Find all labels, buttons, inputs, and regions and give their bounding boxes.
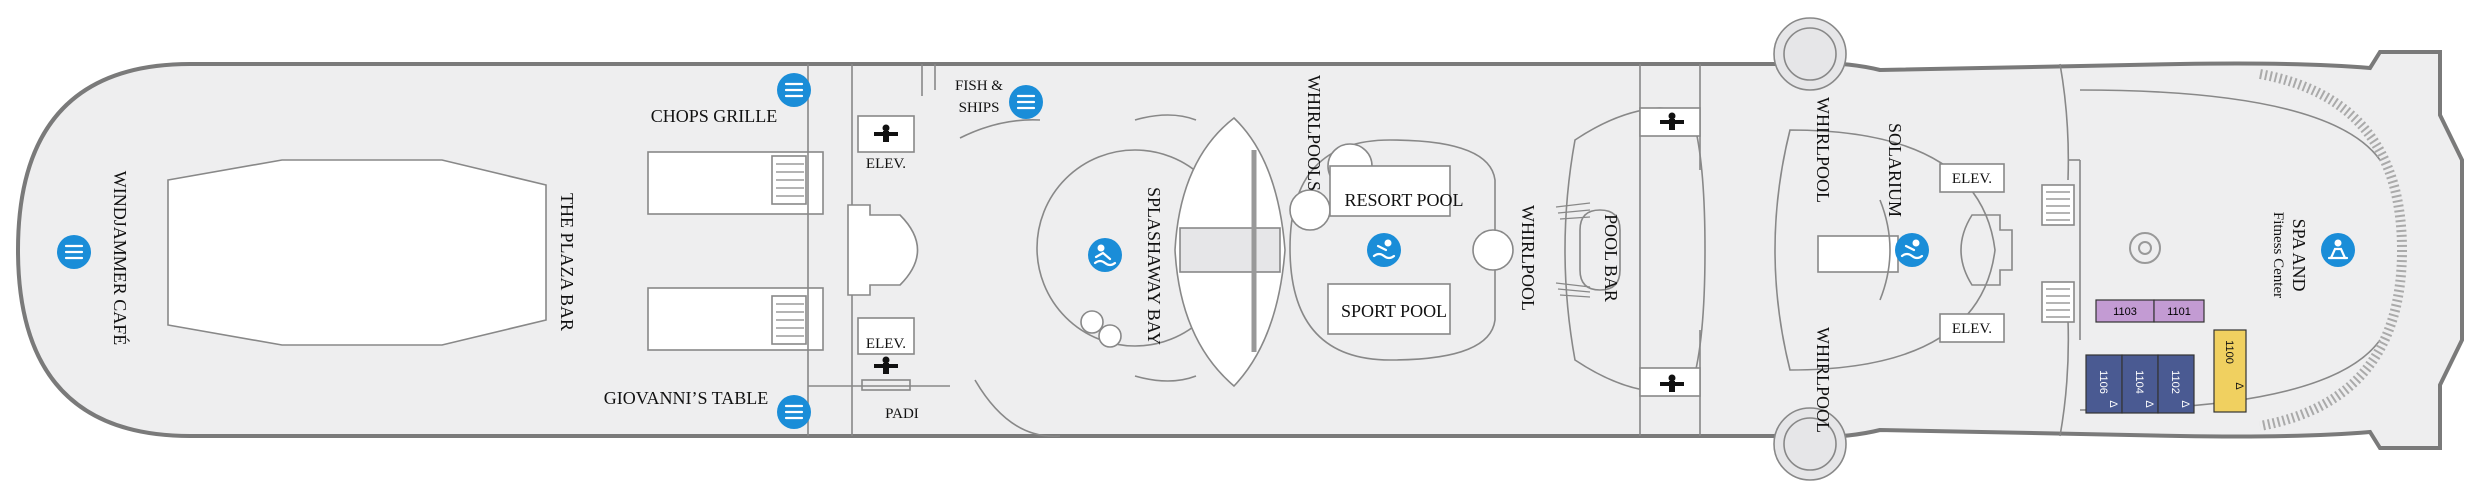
- sport-pool-label: SPORT POOL: [1341, 301, 1447, 321]
- windjammer-dining-area[interactable]: [167, 159, 547, 346]
- splashaway-seating-top: [1134, 114, 1197, 121]
- solarium-label: SOLARIUM: [1885, 123, 1905, 217]
- elevator-aft-top: [1939, 163, 2005, 193]
- splashaway-seating-bottom: [1134, 375, 1197, 382]
- spa-spiral-stair: [2129, 232, 2161, 264]
- spa-label-line1: SPA AND: [2289, 219, 2309, 292]
- whirlpools-label: WHIRLPOOLS: [1304, 75, 1324, 191]
- pool-bar-steps-bottom: [1555, 282, 1591, 298]
- elevator-aft-bottom: [1939, 313, 2005, 343]
- elevator-aft-core: [1960, 214, 2013, 286]
- accessible-icon: Δ: [2233, 382, 2245, 390]
- dining-icon[interactable]: [57, 235, 91, 269]
- accessible-icon: Δ: [2107, 400, 2119, 408]
- fish-and-ships-label-line1: FISH &: [955, 78, 1003, 94]
- windjammer-cafe-label: WINDJAMMER CAFÉ: [110, 171, 131, 346]
- elevator-label-aft-top: ELEV.: [1952, 171, 1992, 187]
- restroom-icon: [874, 124, 898, 142]
- stairs-aft-bottom: [2041, 281, 2075, 323]
- restroom-icon: [1660, 112, 1684, 130]
- stairs-starboard-forward: [771, 295, 807, 345]
- whirlpool-label-bottom: WHIRLPOOL: [1813, 327, 1833, 433]
- elevator-label-top: ELEV.: [866, 156, 906, 172]
- swimming-icon[interactable]: [1895, 233, 1929, 267]
- cabin-label-1100: 1100: [2223, 340, 2235, 364]
- whirlpool-label-top: WHIRLPOOL: [1813, 97, 1833, 203]
- elevator-label-bottom: ELEV.: [866, 336, 906, 352]
- accessible-icon: Δ: [2179, 400, 2191, 408]
- cabin-label-1104: 1104: [2133, 370, 2145, 394]
- cabin-1102[interactable]: [2157, 354, 2195, 414]
- cabin-1100[interactable]: [2213, 329, 2247, 413]
- stairs-port-forward: [771, 155, 807, 205]
- accessible-icon: Δ: [2143, 400, 2155, 408]
- stairs-aft-top: [2041, 184, 2075, 226]
- cabin-1106[interactable]: [2085, 354, 2123, 414]
- bridge-wing-top-inner: [1783, 27, 1837, 81]
- elevator-label-aft-bottom: ELEV.: [1952, 321, 1992, 337]
- whirlpool-3[interactable]: [1472, 229, 1514, 271]
- dining-icon[interactable]: [777, 395, 811, 429]
- cabin-label-1102: 1102: [2169, 370, 2181, 394]
- restroom-icon: [1660, 374, 1684, 392]
- chops-grille-label: CHOPS GRILLE: [651, 106, 778, 126]
- sport-pool[interactable]: [1327, 283, 1451, 335]
- plaza-bar-label: THE PLAZA BAR: [557, 193, 577, 331]
- kids-splash-icon[interactable]: [1088, 238, 1122, 272]
- pool-bar-steps-top: [1555, 202, 1591, 220]
- pool-bar-label: POOL BAR: [1601, 214, 1621, 302]
- padi-label: PADI: [885, 406, 919, 422]
- bridge-wing-bottom-inner: [1783, 417, 1837, 471]
- cabin-label-1103: 1103: [2113, 306, 2137, 318]
- whirlpool-1[interactable]: [1289, 189, 1331, 231]
- spa-railing: [2259, 69, 2408, 431]
- cabin-1101[interactable]: [2153, 299, 2205, 323]
- fish-and-ships-label-line2: SHIPS: [959, 100, 1000, 116]
- dining-icon[interactable]: [1009, 85, 1043, 119]
- splashaway-bay-label: SPLASHAWAY BAY: [1144, 187, 1164, 345]
- dining-icon[interactable]: [777, 73, 811, 107]
- restroom-icon: [874, 356, 898, 374]
- cabin-label-1101: 1101: [2167, 306, 2191, 318]
- cabin-label-1106: 1106: [2097, 370, 2109, 394]
- whirlpool-label-center: WHIRLPOOL: [1518, 205, 1538, 311]
- spa-label-line2: Fitness Center: [2270, 212, 2286, 298]
- giovannis-table-label: GIOVANNI’S TABLE: [604, 388, 768, 408]
- resort-pool-label: RESORT POOL: [1344, 190, 1463, 210]
- solarium-rail: [1879, 199, 1891, 301]
- splashaway-deck: [1179, 227, 1281, 273]
- cabin-block: 1103 1101 1106 Δ 1104 Δ 1102 Δ 1100 Δ: [2085, 299, 2247, 414]
- resort-pool[interactable]: [1329, 165, 1451, 217]
- spa-wall-top: [2079, 89, 2381, 161]
- splash-feature-1: [1080, 310, 1104, 334]
- solarium-pool[interactable]: [1817, 235, 1899, 273]
- spa-icon[interactable]: [2321, 233, 2355, 267]
- splash-feature-2: [1098, 324, 1122, 348]
- swimming-icon[interactable]: [1367, 233, 1401, 267]
